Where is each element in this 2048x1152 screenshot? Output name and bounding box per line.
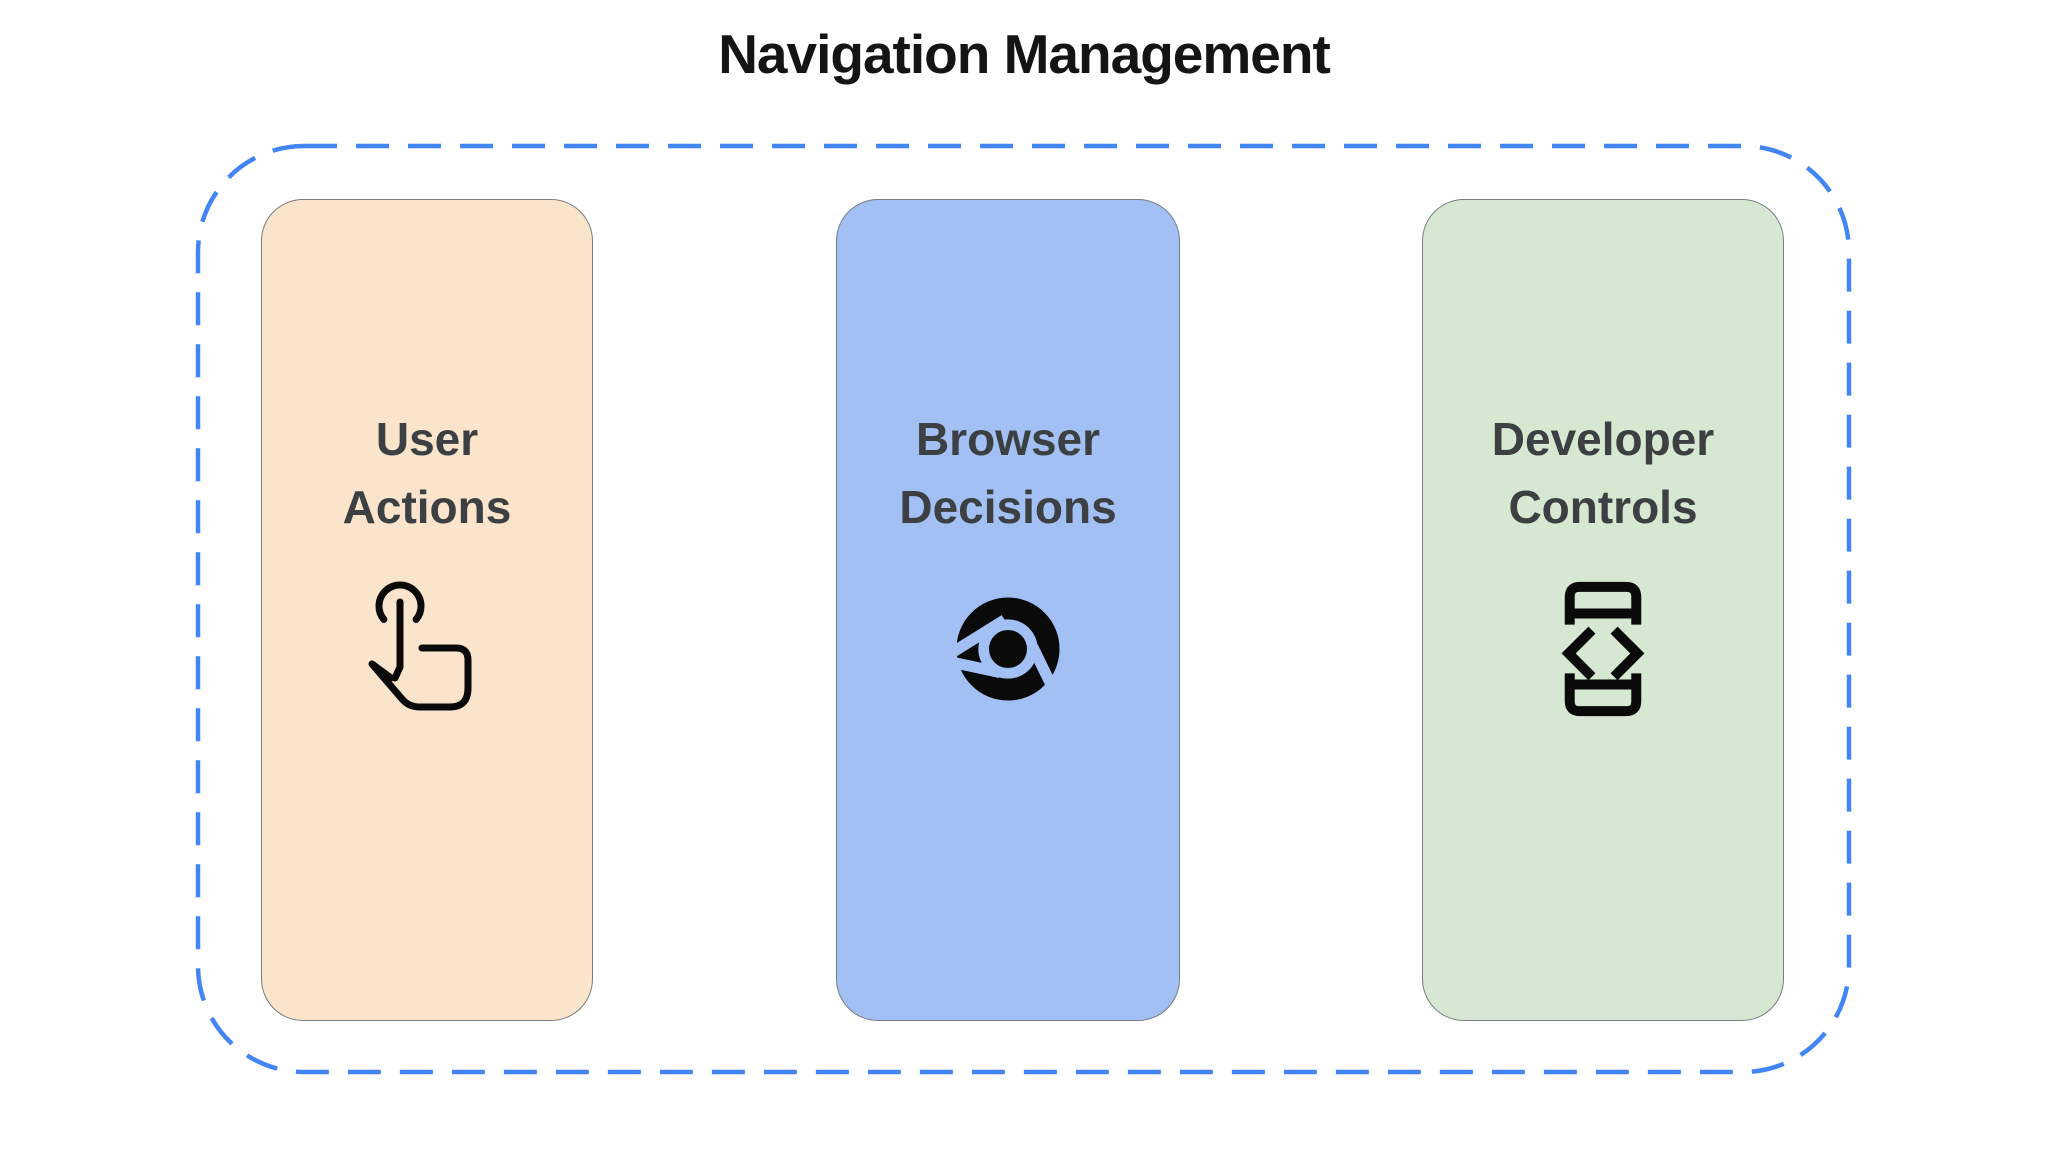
developer-mode-icon: [1552, 567, 1654, 731]
chrome-browser-icon: [952, 567, 1064, 731]
card-label: User Actions: [342, 413, 512, 533]
card-label: Developer Controls: [1491, 413, 1715, 533]
card-user-actions: User Actions: [261, 199, 593, 1021]
touch-gesture-icon: [362, 567, 492, 731]
card-browser-decisions: Browser Decisions: [836, 199, 1180, 1021]
navigation-management-group: User Actions Browser Decisions: [195, 143, 1852, 1075]
card-developer-controls: Developer Controls: [1422, 199, 1784, 1021]
card-label: Browser Decisions: [899, 413, 1117, 533]
dashed-boundary: [195, 143, 1852, 1075]
page-title: Navigation Management: [718, 23, 1331, 85]
